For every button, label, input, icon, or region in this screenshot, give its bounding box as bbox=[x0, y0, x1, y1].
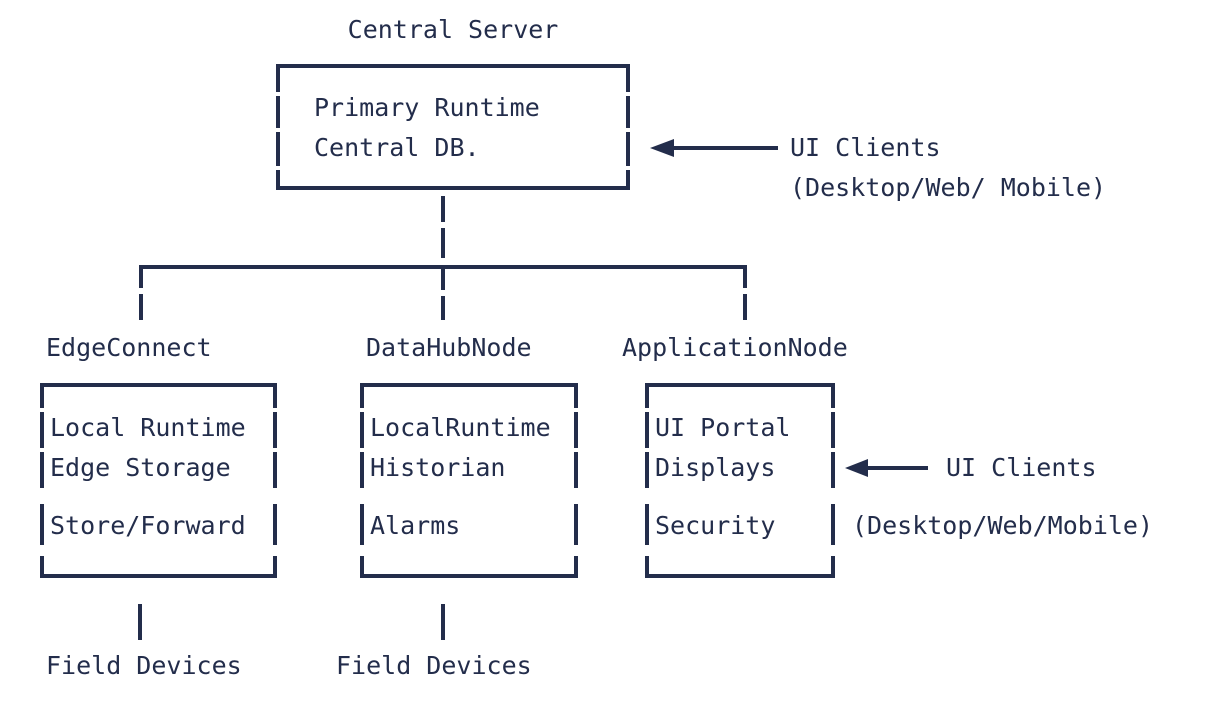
ui-clients-bottom-label: UI Clients bbox=[946, 453, 1097, 482]
datahubnode-item-3: Alarms bbox=[370, 511, 461, 540]
datahubnode-item-2: Historian bbox=[370, 453, 506, 482]
applicationnode-item-1: UI Portal bbox=[655, 413, 791, 442]
node-title-applicationnode: ApplicationNode bbox=[622, 333, 848, 362]
ui-clients-arrow-bottom bbox=[845, 459, 928, 477]
applicationnode-item-3: Security bbox=[655, 511, 776, 540]
applicationnode-item-2: Displays bbox=[655, 453, 776, 482]
edgeconnect-item-3: Store/Forward bbox=[50, 511, 246, 540]
page-title: Central Server bbox=[347, 15, 559, 44]
ui-clients-arrow-top bbox=[650, 139, 778, 157]
ui-clients-top-label: UI Clients bbox=[790, 133, 941, 162]
edgeconnect-item-1: Local Runtime bbox=[50, 413, 246, 442]
ui-clients-bottom-sublabel: (Desktop/Web/Mobile) bbox=[852, 511, 1154, 540]
edgeconnect-item-2: Edge Storage bbox=[50, 453, 231, 482]
ui-clients-top-sublabel: (Desktop/Web/ Mobile) bbox=[790, 173, 1107, 202]
field-devices-edgeconnect: Field Devices bbox=[46, 651, 242, 680]
central-box-line-2: Central DB. bbox=[314, 133, 480, 162]
central-box-line-1: Primary Runtime bbox=[314, 93, 540, 122]
distribution-bus bbox=[139, 265, 747, 320]
field-device-links bbox=[138, 604, 445, 640]
node-title-edgeconnect: EdgeConnect bbox=[46, 333, 212, 362]
field-devices-datahubnode: Field Devices bbox=[336, 651, 532, 680]
node-title-datahubnode: DataHubNode bbox=[366, 333, 532, 362]
datahubnode-item-1: LocalRuntime bbox=[370, 413, 551, 442]
